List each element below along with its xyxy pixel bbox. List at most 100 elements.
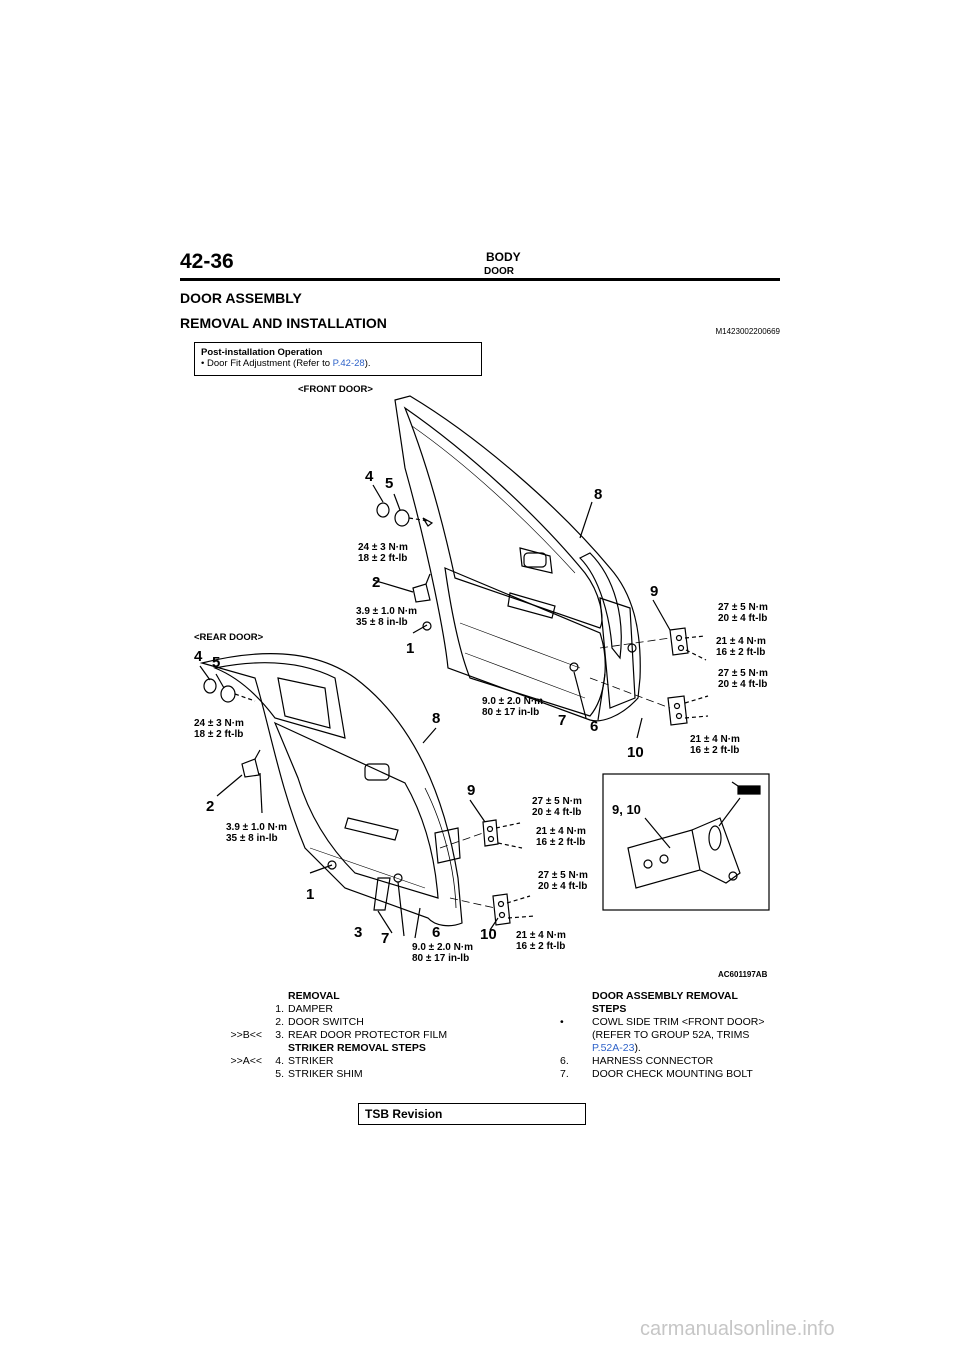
step-mark bbox=[200, 1068, 264, 1081]
removal-steps-left: REMOVAL 1.DAMPER 2.DOOR SWITCH >>B<<3.RE… bbox=[200, 990, 500, 1081]
hinge-detail-inset bbox=[602, 773, 770, 911]
torque-line: 21 ± 4 N·m bbox=[690, 734, 740, 745]
torque-line: 24 ± 3 N·m bbox=[358, 542, 408, 553]
door-illustration bbox=[199, 395, 770, 939]
step-number: 1. bbox=[275, 1003, 284, 1015]
cowl-suffix: ). bbox=[634, 1042, 641, 1054]
rear-hinge-upper bbox=[482, 819, 523, 849]
cowl-side-trim-item: • COWL SIDE TRIM <FRONT DOOR> (REFER TO … bbox=[556, 1016, 786, 1055]
cowl-link[interactable]: P.52A-23 bbox=[592, 1042, 635, 1054]
torque-line: 16 ± 2 ft-lb bbox=[516, 941, 566, 952]
post-item-link[interactable]: P.42-28 bbox=[332, 358, 365, 369]
front-door-drawing bbox=[394, 395, 641, 722]
header-subtitle: DOOR bbox=[484, 266, 514, 277]
post-installation-box: Post-installation Operation • Door Fit A… bbox=[194, 342, 482, 376]
callout-rear-9: 9 bbox=[467, 782, 476, 799]
step-text: HARNESS CONNECTOR bbox=[592, 1055, 714, 1067]
torque-line: 16 ± 2 ft-lb bbox=[690, 745, 740, 756]
callout-front-10: 10 bbox=[627, 744, 644, 761]
step-mark: >>A<< bbox=[230, 1055, 262, 1067]
callout-rear-8: 8 bbox=[432, 710, 441, 727]
step-row: 2.DOOR SWITCH bbox=[200, 1016, 500, 1029]
step-text: STRIKER SHIM bbox=[288, 1068, 363, 1080]
header-title: BODY bbox=[486, 250, 521, 264]
torque-line: 21 ± 4 N·m bbox=[516, 930, 566, 941]
torque-line: 35 ± 8 in-lb bbox=[356, 617, 408, 628]
watermark: carmanualsonline.info bbox=[640, 1318, 835, 1340]
callout-rear-10: 10 bbox=[480, 926, 497, 943]
front-door-caption: <FRONT DOOR> bbox=[298, 384, 373, 395]
torque-line: 27 ± 5 N·m bbox=[718, 602, 768, 613]
step-number: 4. bbox=[275, 1055, 284, 1067]
header-rule bbox=[180, 278, 780, 281]
callout-front-4: 4 bbox=[365, 468, 374, 485]
rear-hinge-lower bbox=[492, 893, 536, 926]
door-exploded-diagram: <FRONT DOOR> <REAR DOOR> AC601197AB 9, 1… bbox=[180, 378, 780, 979]
step-number: 5. bbox=[275, 1068, 284, 1080]
callout-front-8: 8 bbox=[594, 486, 603, 503]
step-row: 7. DOOR CHECK MOUNTING BOLT bbox=[556, 1068, 786, 1081]
post-item-prefix: Door Fit Adjustment (Refer to bbox=[206, 358, 333, 369]
section-title: DOOR ASSEMBLY bbox=[180, 290, 302, 306]
rear-door-drawing bbox=[199, 653, 463, 927]
torque-line: 3.9 ± 1.0 N·m bbox=[356, 606, 418, 617]
step-text: REAR DOOR PROTECTOR FILM bbox=[288, 1029, 448, 1041]
figure-code: AC601197AB bbox=[718, 970, 768, 979]
callout-front-9: 9 bbox=[650, 583, 659, 600]
torque-line: 20 ± 4 ft-lb bbox=[532, 807, 582, 818]
callout-rear-4: 4 bbox=[194, 648, 203, 665]
callout-front-1: 1 bbox=[406, 640, 415, 657]
detail-label: 9, 10 bbox=[612, 802, 641, 817]
post-item-suffix: ). bbox=[364, 358, 371, 369]
callout-rear-5: 5 bbox=[212, 654, 221, 671]
step-row: 6. HARNESS CONNECTOR bbox=[556, 1055, 786, 1068]
cowl-line-2: (REFER TO GROUP 52A, TRIMS bbox=[592, 1029, 750, 1041]
torque-line: 20 ± 4 ft-lb bbox=[718, 679, 768, 690]
callout-rear-6: 6 bbox=[432, 924, 441, 941]
doc-code: M1423002200669 bbox=[715, 327, 780, 336]
step-row: >>A<<4.STRIKER bbox=[200, 1055, 500, 1068]
torque-line: 80 ± 17 in-lb bbox=[412, 953, 470, 964]
torque-line: 20 ± 4 ft-lb bbox=[538, 881, 588, 892]
step-text: DOOR CHECK MOUNTING BOLT bbox=[592, 1068, 753, 1080]
cowl-line-1: COWL SIDE TRIM <FRONT DOOR> bbox=[592, 1016, 765, 1028]
torque-line: 35 ± 8 in-lb bbox=[226, 833, 278, 844]
step-row: 1.DAMPER bbox=[200, 1003, 500, 1016]
torque-line: 27 ± 5 N·m bbox=[538, 870, 588, 881]
callout-front-6: 6 bbox=[590, 718, 599, 735]
step-row: >>B<<3.REAR DOOR PROTECTOR FILM bbox=[200, 1029, 500, 1042]
torque-line: 9.0 ± 2.0 N·m bbox=[482, 696, 544, 707]
post-installation-item: • Door Fit Adjustment (Refer to P.42-28)… bbox=[201, 358, 475, 369]
torque-line: 18 ± 2 ft-lb bbox=[194, 729, 244, 740]
step-row: 5. STRIKER SHIM bbox=[200, 1068, 500, 1081]
step-number: 3. bbox=[275, 1029, 284, 1041]
torque-line: 21 ± 4 N·m bbox=[536, 826, 586, 837]
bullet-icon: • bbox=[201, 358, 205, 369]
torque-line: 16 ± 2 ft-lb bbox=[716, 647, 766, 658]
sub-title: REMOVAL AND INSTALLATION bbox=[180, 315, 387, 331]
step-mark bbox=[200, 1003, 264, 1016]
torque-line: 80 ± 17 in-lb bbox=[482, 707, 540, 718]
front-hinge-upper bbox=[669, 627, 707, 661]
torque-line: 9.0 ± 2.0 N·m bbox=[412, 942, 474, 953]
callout-rear-3: 3 bbox=[354, 924, 363, 941]
door-assembly-heading-2: STEPS bbox=[592, 1003, 627, 1015]
step-number: 2. bbox=[275, 1016, 284, 1028]
striker-heading: STRIKER REMOVAL STEPS bbox=[288, 1042, 426, 1054]
callout-front-5: 5 bbox=[385, 475, 394, 492]
door-assembly-heading: DOOR ASSEMBLY REMOVAL bbox=[592, 990, 738, 1002]
torque-line: 20 ± 4 ft-lb bbox=[718, 613, 768, 624]
step-number: 7. bbox=[560, 1068, 569, 1080]
torque-line: 3.9 ± 1.0 N·m bbox=[226, 822, 288, 833]
step-mark bbox=[200, 1016, 264, 1029]
step-number: 6. bbox=[560, 1055, 569, 1067]
callout-rear-1: 1 bbox=[306, 886, 315, 903]
